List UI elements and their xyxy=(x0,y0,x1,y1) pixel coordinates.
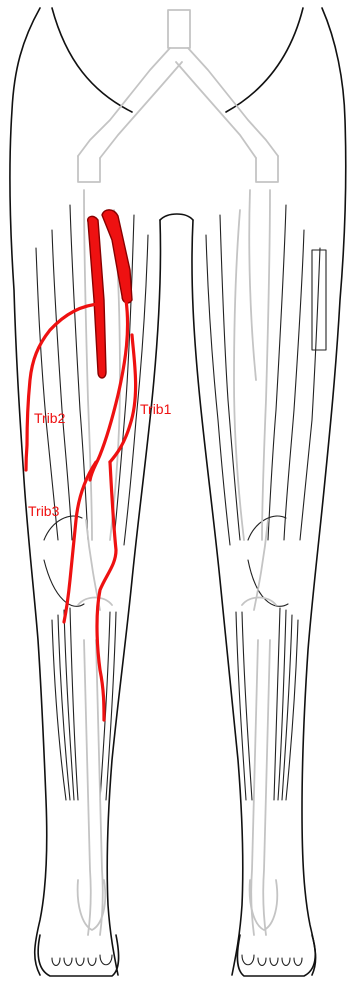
trib1-loop xyxy=(110,335,136,462)
trib3-label: Trib3 xyxy=(28,503,60,519)
right-foot xyxy=(237,935,315,976)
left-toes xyxy=(52,955,112,966)
lower-leg-muscles xyxy=(52,608,298,800)
venous-network xyxy=(78,10,278,935)
right-tibial-2 xyxy=(251,640,258,935)
left-tibial xyxy=(84,640,91,935)
great-saphenous-segment-2 xyxy=(102,210,132,303)
iliac-vein-left xyxy=(78,48,170,156)
right-superficial-vein xyxy=(249,190,256,380)
right-toes xyxy=(242,955,302,966)
great-saphenous-segment-1 xyxy=(88,216,106,378)
right-leg-outer-contour xyxy=(302,8,346,975)
vena-cava-segment xyxy=(168,10,190,48)
right-calf-line-4 xyxy=(274,608,280,800)
right-thigh-muscle-2 xyxy=(284,230,304,540)
right-shin-line-2 xyxy=(236,612,246,800)
groin-crease-right xyxy=(226,8,303,112)
left-knee-outline xyxy=(44,516,84,606)
left-foot xyxy=(38,935,118,976)
left-common-femoral xyxy=(78,156,100,182)
right-thigh-muscle-5 xyxy=(206,235,230,545)
trib2-label: Trib2 xyxy=(34,410,66,426)
crotch xyxy=(160,214,193,220)
iliac-vein-right-inner xyxy=(176,62,256,158)
right-deep-vein-1 xyxy=(262,190,270,540)
left-thigh-muscle-2 xyxy=(52,230,72,540)
iliac-vein-left-inner xyxy=(100,62,182,158)
right-shin-line-1 xyxy=(242,612,252,800)
left-leg-outer-contour xyxy=(10,8,47,975)
groin-crease-left xyxy=(52,8,132,112)
right-thigh-muscle-3 xyxy=(268,205,286,540)
right-tibial xyxy=(263,640,270,935)
iliac-vein-right xyxy=(188,48,278,156)
right-common-femoral xyxy=(256,156,278,182)
left-calf-line-4 xyxy=(70,608,78,800)
right-thigh-muscle-1 xyxy=(300,248,320,540)
left-knee-loop xyxy=(78,598,112,606)
right-popliteal xyxy=(254,520,268,610)
right-calf-line-2 xyxy=(282,615,292,800)
legs-outline xyxy=(10,8,346,975)
trib1-label: Trib1 xyxy=(140,401,172,417)
left-calf-line-3 xyxy=(64,610,74,800)
left-leg-inner-contour xyxy=(107,220,160,975)
feet xyxy=(38,935,315,976)
